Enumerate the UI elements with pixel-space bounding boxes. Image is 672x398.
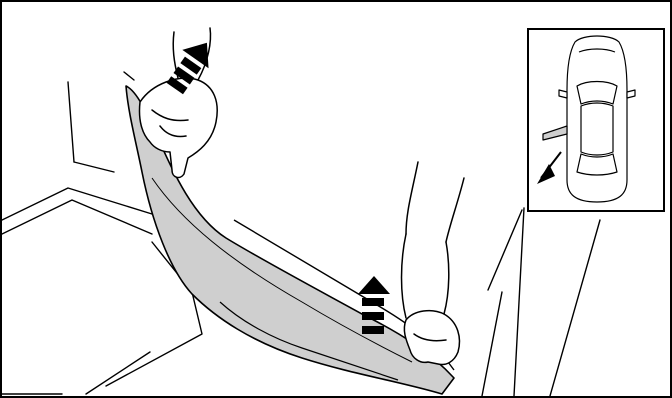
right-hand bbox=[402, 162, 465, 365]
pillar-line bbox=[124, 72, 134, 80]
pillar-line bbox=[74, 162, 114, 172]
step-edge bbox=[86, 352, 150, 394]
mirror-right bbox=[627, 90, 635, 98]
door-line bbox=[488, 210, 522, 290]
pillar-line bbox=[68, 82, 74, 162]
pointer-arrow-icon bbox=[537, 152, 561, 184]
car-rear-window bbox=[577, 154, 617, 175]
floor-line bbox=[2, 200, 152, 234]
car-top-view-icon bbox=[529, 30, 663, 210]
car-windshield bbox=[577, 82, 617, 105]
vehicle-location-inset bbox=[527, 28, 665, 212]
open-door bbox=[543, 126, 567, 140]
mirror-left bbox=[559, 90, 567, 98]
door-line bbox=[550, 220, 600, 396]
floor-line bbox=[2, 188, 152, 220]
car-roof bbox=[581, 103, 613, 155]
door-line bbox=[482, 292, 502, 396]
door-line bbox=[514, 208, 524, 396]
